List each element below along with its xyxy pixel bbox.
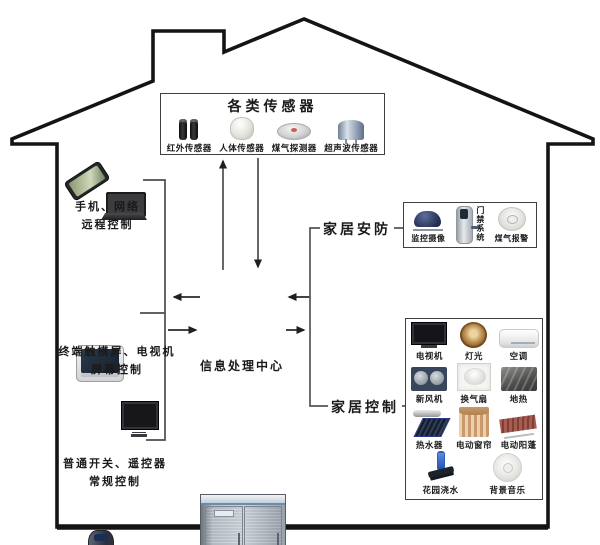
conventional-control-group-label-line2: 常规控制: [89, 475, 141, 488]
control-item: 空调: [498, 322, 540, 362]
pir-sensor-label: 人体传感器: [219, 143, 265, 153]
vent-fan-label: 换气扇: [460, 394, 488, 405]
control-item: 电视机: [408, 321, 450, 362]
light-label: 灯光: [464, 350, 483, 361]
gas-detector-label: 煤气探测器: [271, 143, 317, 153]
floor-heating-label: 地热: [509, 394, 528, 405]
garden-watering-label: 花园浇水: [422, 485, 459, 496]
sensor-item: 超声波传感器: [324, 120, 378, 154]
infrared-sensor-label: 红外传感器: [166, 143, 212, 153]
home-security-box: 监控摄像 门禁系统 煤气报警: [403, 202, 537, 248]
screen-control-group-label: 终端触摸屏、电视机 屏幕控制: [32, 344, 202, 379]
control-item: 电动窗帘: [453, 406, 495, 451]
server-left-door: [205, 506, 243, 545]
electric-curtain-icon: [458, 406, 489, 437]
right-control-bus: [309, 227, 407, 407]
screen-control-group-label-line2: 屏幕控制: [91, 363, 143, 376]
access-control-label: 门禁系统: [475, 206, 485, 242]
electric-curtain-label: 电动窗帘: [455, 439, 492, 450]
awning-icon: [500, 415, 538, 437]
solar-water-heater-icon: [410, 409, 448, 437]
remote-control-group-label: 手机、网络 远程控制: [45, 199, 170, 234]
control-item: 地热: [498, 363, 540, 405]
sensors-box-title: 各类传感器: [227, 100, 318, 115]
gas-detector-icon: [277, 123, 312, 140]
floor-heating-icon: [500, 367, 537, 392]
control-item: 电动阳蓬: [498, 407, 540, 451]
air-conditioner-icon: [498, 328, 539, 348]
infrared-sensor-icon: [178, 119, 200, 140]
ceiling-speaker-icon: [493, 453, 522, 483]
control-item: 新风机: [408, 363, 450, 405]
surveillance-camera-label: 监控摄像: [411, 234, 446, 243]
security-item: 门禁系统: [456, 206, 485, 244]
door-lock-icon: [456, 206, 480, 244]
water-heater-label: 热水器: [415, 439, 443, 450]
remote-control-group-label-line1: 手机、网络: [75, 201, 140, 213]
security-item: 煤气报警: [495, 207, 529, 244]
remote-control-group-label-line2: 远程控制: [81, 218, 134, 231]
sensor-item: 煤气探测器: [272, 123, 317, 154]
pir-sensor-icon: [229, 117, 254, 140]
ultrasonic-sensor-label: 超声波传感器: [324, 143, 379, 153]
awning-label: 电动阳蓬: [500, 439, 537, 450]
vent-fan-icon: [456, 363, 491, 392]
home-control-branch-label: 家居控制: [328, 397, 402, 417]
conventional-control-group-label-line1: 普通开关、遥控器: [63, 458, 167, 470]
sensor-item: 人体传感器: [219, 117, 264, 154]
ceiling-light-icon: [460, 321, 488, 348]
air-conditioner-label: 空调: [509, 350, 528, 361]
tv-label: 电视机: [415, 350, 443, 361]
tv-monitor-icon: [121, 401, 159, 437]
remote-control-icon: [88, 530, 114, 545]
server-right-door: [244, 506, 282, 545]
control-item: 灯光: [453, 321, 495, 362]
gas-alarm-icon: [497, 207, 526, 231]
info-center-label: 信息处理中心: [199, 359, 284, 373]
home-security-branch-label: 家居安防: [320, 219, 394, 239]
sensor-item: 红外传感器: [167, 119, 212, 154]
server-cabinet-icon: [200, 494, 286, 545]
dome-camera-icon: [413, 210, 444, 231]
fresh-air-unit-icon: [411, 367, 448, 392]
ultrasonic-sensor-icon: [338, 120, 365, 144]
screen-control-group-label-line1: 终端触摸屏、电视机: [58, 346, 176, 358]
control-item: 热水器: [408, 407, 450, 451]
sensors-row: 红外传感器 人体传感器 煤气探测器 超声波传感器: [161, 117, 384, 154]
control-item: 花园浇水: [420, 452, 462, 496]
control-item: 背景音乐: [487, 452, 529, 496]
conventional-control-group-label: 普通开关、遥控器 常规控制: [35, 456, 195, 491]
home-control-box: 电视机 灯光 空调 新风机 换气扇 地热 热水器 电动窗帘: [405, 318, 543, 500]
gas-alarm-label: 煤气报警: [494, 234, 529, 243]
control-item: 换气扇: [453, 363, 495, 405]
security-item: 监控摄像: [411, 210, 445, 244]
garden-sprinkler-icon: [428, 452, 454, 482]
background-music-label: 背景音乐: [489, 485, 526, 496]
fresh-air-unit-label: 新风机: [415, 394, 443, 405]
sensors-box: 各类传感器 红外传感器 人体传感器 煤气探测器 超声波传感器: [160, 93, 385, 155]
tv-icon: [411, 321, 448, 348]
